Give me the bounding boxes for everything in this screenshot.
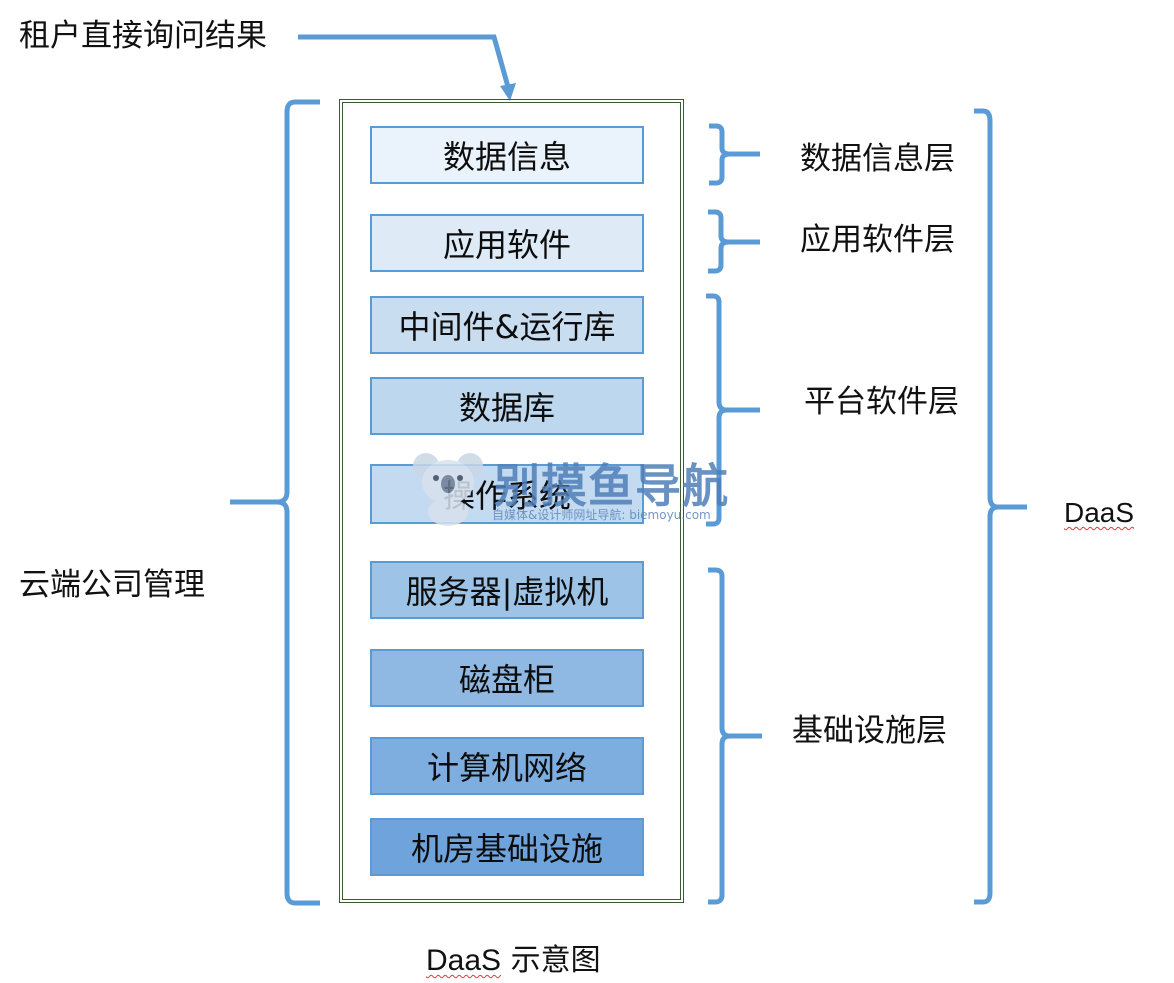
group-label-infrastructure: 基础设施层	[792, 713, 947, 749]
overall-daas-label: DaaS	[1064, 497, 1135, 528]
pointer-arrow-head	[500, 83, 516, 101]
brace-data-info	[709, 123, 760, 186]
layer-app-software: 应用软件	[370, 214, 644, 272]
brace-platform-software	[706, 293, 760, 527]
left-management-label: 云端公司管理	[19, 567, 205, 603]
caption-suffix: 示意图	[501, 943, 601, 978]
left-brace	[230, 99, 320, 906]
group-label-data-info: 数据信息层	[800, 141, 955, 177]
layer-disk-cabinet: 磁盘柜	[370, 649, 644, 707]
diagram-caption: DaaS 示意图	[426, 935, 601, 979]
group-label-platform-software: 平台软件层	[804, 384, 959, 420]
group-label-app-software: 应用软件层	[800, 222, 955, 258]
stack-frame	[339, 99, 684, 903]
brace-app-software	[708, 209, 760, 274]
layer-network: 计算机网络	[370, 737, 644, 795]
top-note-label: 租户直接询问结果	[19, 18, 267, 54]
layer-middleware-runtime: 中间件&运行库	[370, 296, 644, 354]
layer-datacenter: 机房基础设施	[370, 818, 644, 876]
layer-operating-system: 操作系统	[370, 464, 644, 524]
layer-database: 数据库	[370, 377, 644, 435]
pointer-arrow	[298, 34, 513, 95]
caption-prefix: DaaS	[426, 944, 502, 977]
layer-data-info: 数据信息	[370, 126, 644, 184]
layer-server-vm: 服务器|虚拟机	[370, 561, 644, 619]
right-brace	[974, 108, 1027, 905]
brace-infrastructure	[708, 567, 762, 905]
